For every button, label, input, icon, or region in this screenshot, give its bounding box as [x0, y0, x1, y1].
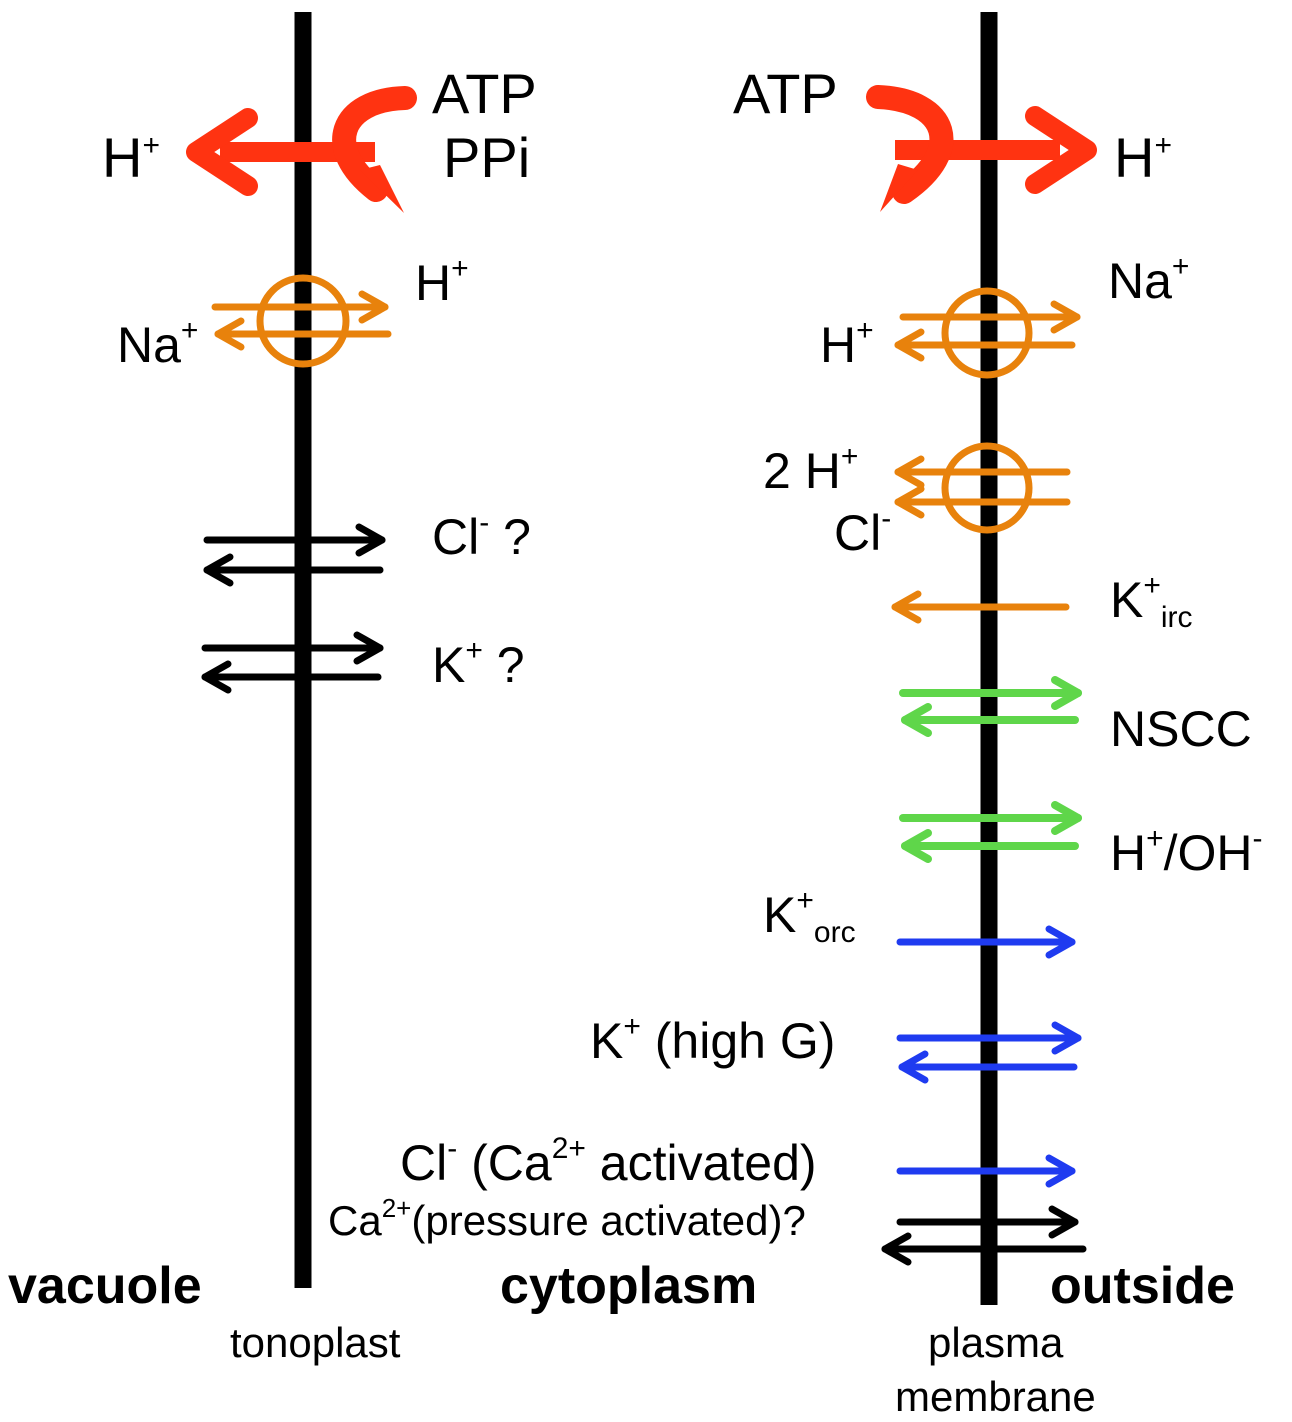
h-oh-label: H+/OH-	[1110, 822, 1263, 881]
ca-pressure-activated-label: Ca2+(pressure activated)?	[328, 1193, 806, 1244]
plasma-antiport-na-label: Na+	[1108, 250, 1190, 309]
tonoplast-label: tonoplast	[230, 1319, 401, 1366]
nscc-label: NSCC	[1110, 701, 1252, 757]
plasma-symport-2h-label: 2 H+	[763, 440, 859, 499]
tonoplast-k-channel-arrows	[201, 631, 384, 694]
plasma-atp-label: ATP	[733, 62, 838, 125]
k-high-g-label: K+ (high G)	[590, 1010, 836, 1069]
ca-pressure-channel-arrows	[881, 1205, 1087, 1266]
k-irc-channel-arrow	[891, 590, 1070, 624]
tonoplast-cl-label: Cl- ?	[432, 506, 531, 565]
cytoplasm-label: cytoplasm	[500, 1257, 758, 1315]
vacuole-label: vacuole	[8, 1257, 202, 1315]
plasma-proton-pump-arrow	[866, 85, 1097, 212]
tonoplast-atp-label: ATP	[432, 62, 537, 125]
k-orc-label: K+orc	[763, 884, 856, 949]
cl-ca-channel-arrow	[896, 1154, 1076, 1188]
plasma-antiport-h-label: H+	[820, 314, 874, 373]
plasma-pump-h-label: H+	[1114, 126, 1172, 189]
tonoplast-cl-channel-arrows	[203, 523, 386, 587]
nscc-channel-arrows	[899, 676, 1082, 737]
plasma-label: plasma	[928, 1319, 1064, 1366]
k-irc-label: K+irc	[1110, 569, 1193, 634]
h-oh-channel-arrows	[899, 801, 1082, 863]
plasma-antiporter	[894, 287, 1081, 379]
outside-label: outside	[1050, 1257, 1235, 1315]
k-orc-channel-arrow	[896, 925, 1076, 959]
plasma-symporter	[894, 442, 1071, 534]
tonoplast-antiport-h-label: H+	[415, 252, 469, 311]
tonoplast-antiporter	[211, 274, 392, 368]
tonoplast-antiport-na-label: Na+	[117, 314, 199, 373]
k-high-g-channel-arrows	[896, 1021, 1082, 1084]
tonoplast-pump-h-label: H+	[102, 126, 160, 189]
tonoplast-k-label: K+ ?	[432, 634, 525, 693]
plasma-symport-cl-label: Cl-	[834, 502, 892, 561]
tonoplast-ppi-label: PPi	[443, 126, 531, 189]
tonoplast-proton-pump-arrow	[186, 86, 417, 213]
membrane-label: membrane	[895, 1373, 1096, 1420]
cl-ca-activated-label: Cl- (Ca2+ activated)	[400, 1132, 817, 1191]
